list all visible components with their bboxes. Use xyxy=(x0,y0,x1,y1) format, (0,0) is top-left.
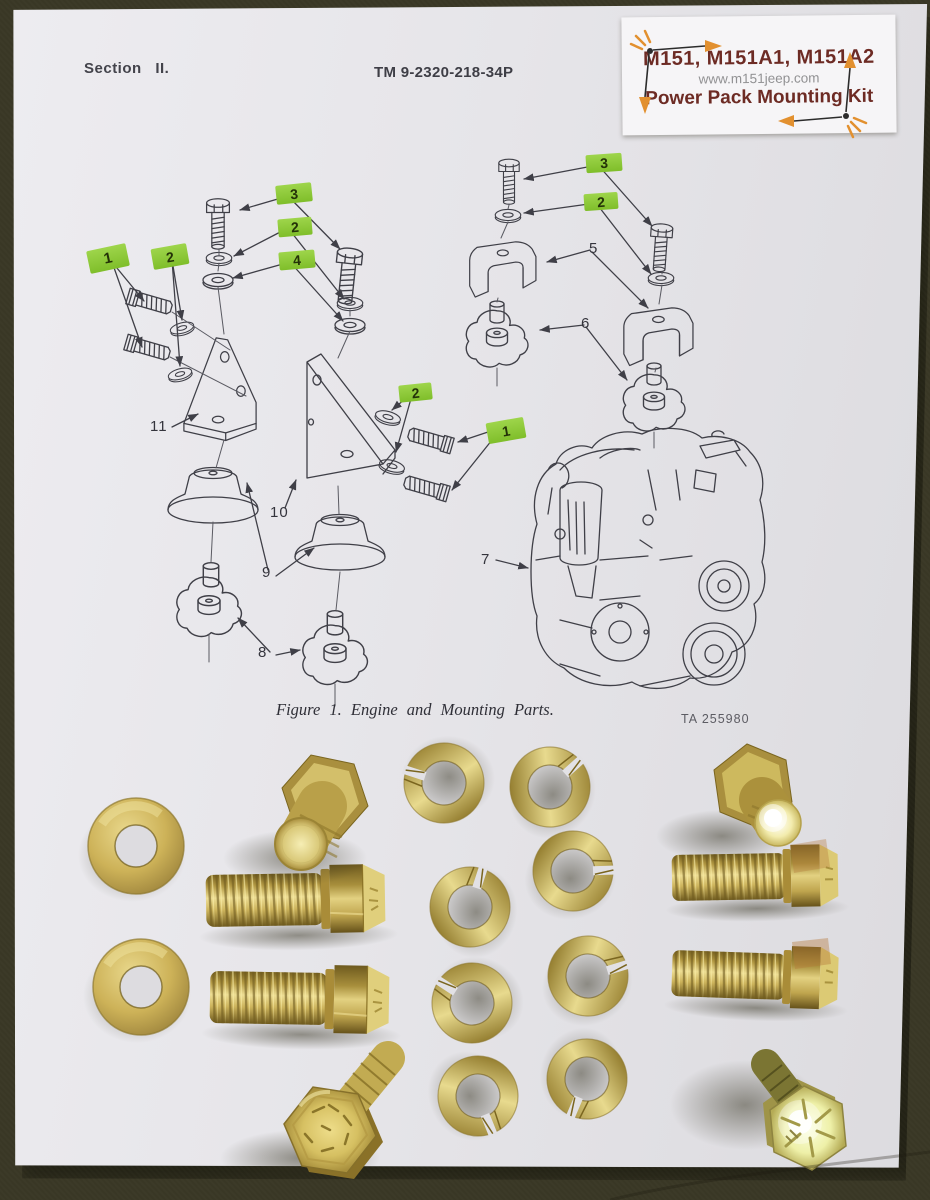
part-number-label: 8 xyxy=(258,644,268,661)
figure-ref-number: TA 255980 xyxy=(681,712,750,726)
sticker-title: M151, M151A1, M151A2 xyxy=(642,45,875,71)
part-number-label: 5 xyxy=(589,240,599,257)
sticker-subtitle: Power Pack Mounting Kit xyxy=(645,85,874,110)
highlight-tag: 3 xyxy=(275,182,313,205)
paper-sheet xyxy=(13,4,928,1168)
part-number-label: 6 xyxy=(581,315,591,332)
highlight-tag: 2 xyxy=(398,382,433,403)
part-number-label: 10 xyxy=(270,504,289,521)
highlight-tag: 2 xyxy=(277,216,313,238)
part-number-label: 11 xyxy=(150,418,168,435)
highlight-tag: 2 xyxy=(583,191,619,212)
vendor-sticker: M151, M151A1, M151A2 www.m151jeep.com Po… xyxy=(621,14,897,136)
highlight-tag: 3 xyxy=(585,152,623,174)
figure-caption: Figure 1. Engine and Mounting Parts. xyxy=(276,700,554,719)
highlight-tag: 4 xyxy=(278,249,316,271)
part-number-label: 7 xyxy=(481,551,491,568)
sticker-url: www.m151jeep.com xyxy=(698,70,820,87)
tm-number: TM 9-2320-218-34P xyxy=(374,64,514,81)
section-heading: Section II. xyxy=(84,60,170,77)
part-number-label: 9 xyxy=(262,564,272,581)
